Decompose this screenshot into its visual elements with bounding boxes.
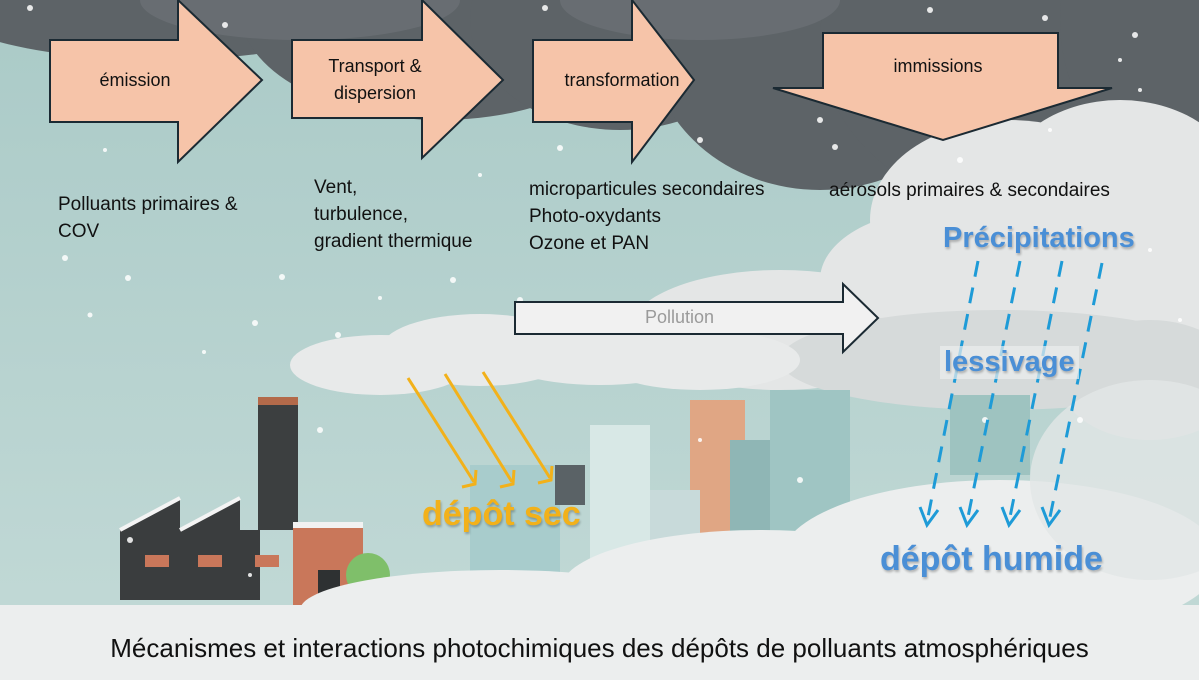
flow-step-transport-description: Vent, turbulence, gradient thermique (314, 177, 473, 252)
flow-step-emission-description: Polluants primaires & COV (58, 194, 238, 242)
flow-step-transformation-label: transformation (564, 70, 680, 90)
flow-step-immissions-label: immissions (893, 56, 983, 76)
pollution-arrow-shape (514, 281, 880, 355)
flow-step-emission-label: émission (99, 70, 171, 90)
diagram-caption: Mécanismes et interactions photochimique… (110, 633, 1089, 663)
arrow-immissions-shape (772, 32, 1113, 142)
arrow-transformation-shape (532, 0, 696, 165)
dry-deposition-label: dépôt sec (422, 495, 581, 533)
flow-arrows (49, 0, 1113, 165)
arrow-emission-shape (49, 0, 264, 165)
wet-deposition-arrows (918, 260, 1104, 529)
wet-deposition-label: dépôt humide (880, 540, 1103, 578)
snowflakes (27, 5, 1182, 577)
precipitation-label: Précipitations (943, 222, 1135, 254)
flow-step-transport-label: Transport & dispersion (328, 56, 422, 103)
arrow-transport-shape (291, 0, 505, 161)
dry-deposition-arrows (406, 371, 554, 489)
pollution-arrow-label: Pollution (645, 307, 715, 327)
flow-step-immissions-description: aérosols primaires & secondaires (829, 180, 1110, 201)
flow-step-transformation-description: microparticules secondaires Photo-oxydan… (529, 179, 765, 254)
washout-label: lessivage (940, 346, 1079, 379)
